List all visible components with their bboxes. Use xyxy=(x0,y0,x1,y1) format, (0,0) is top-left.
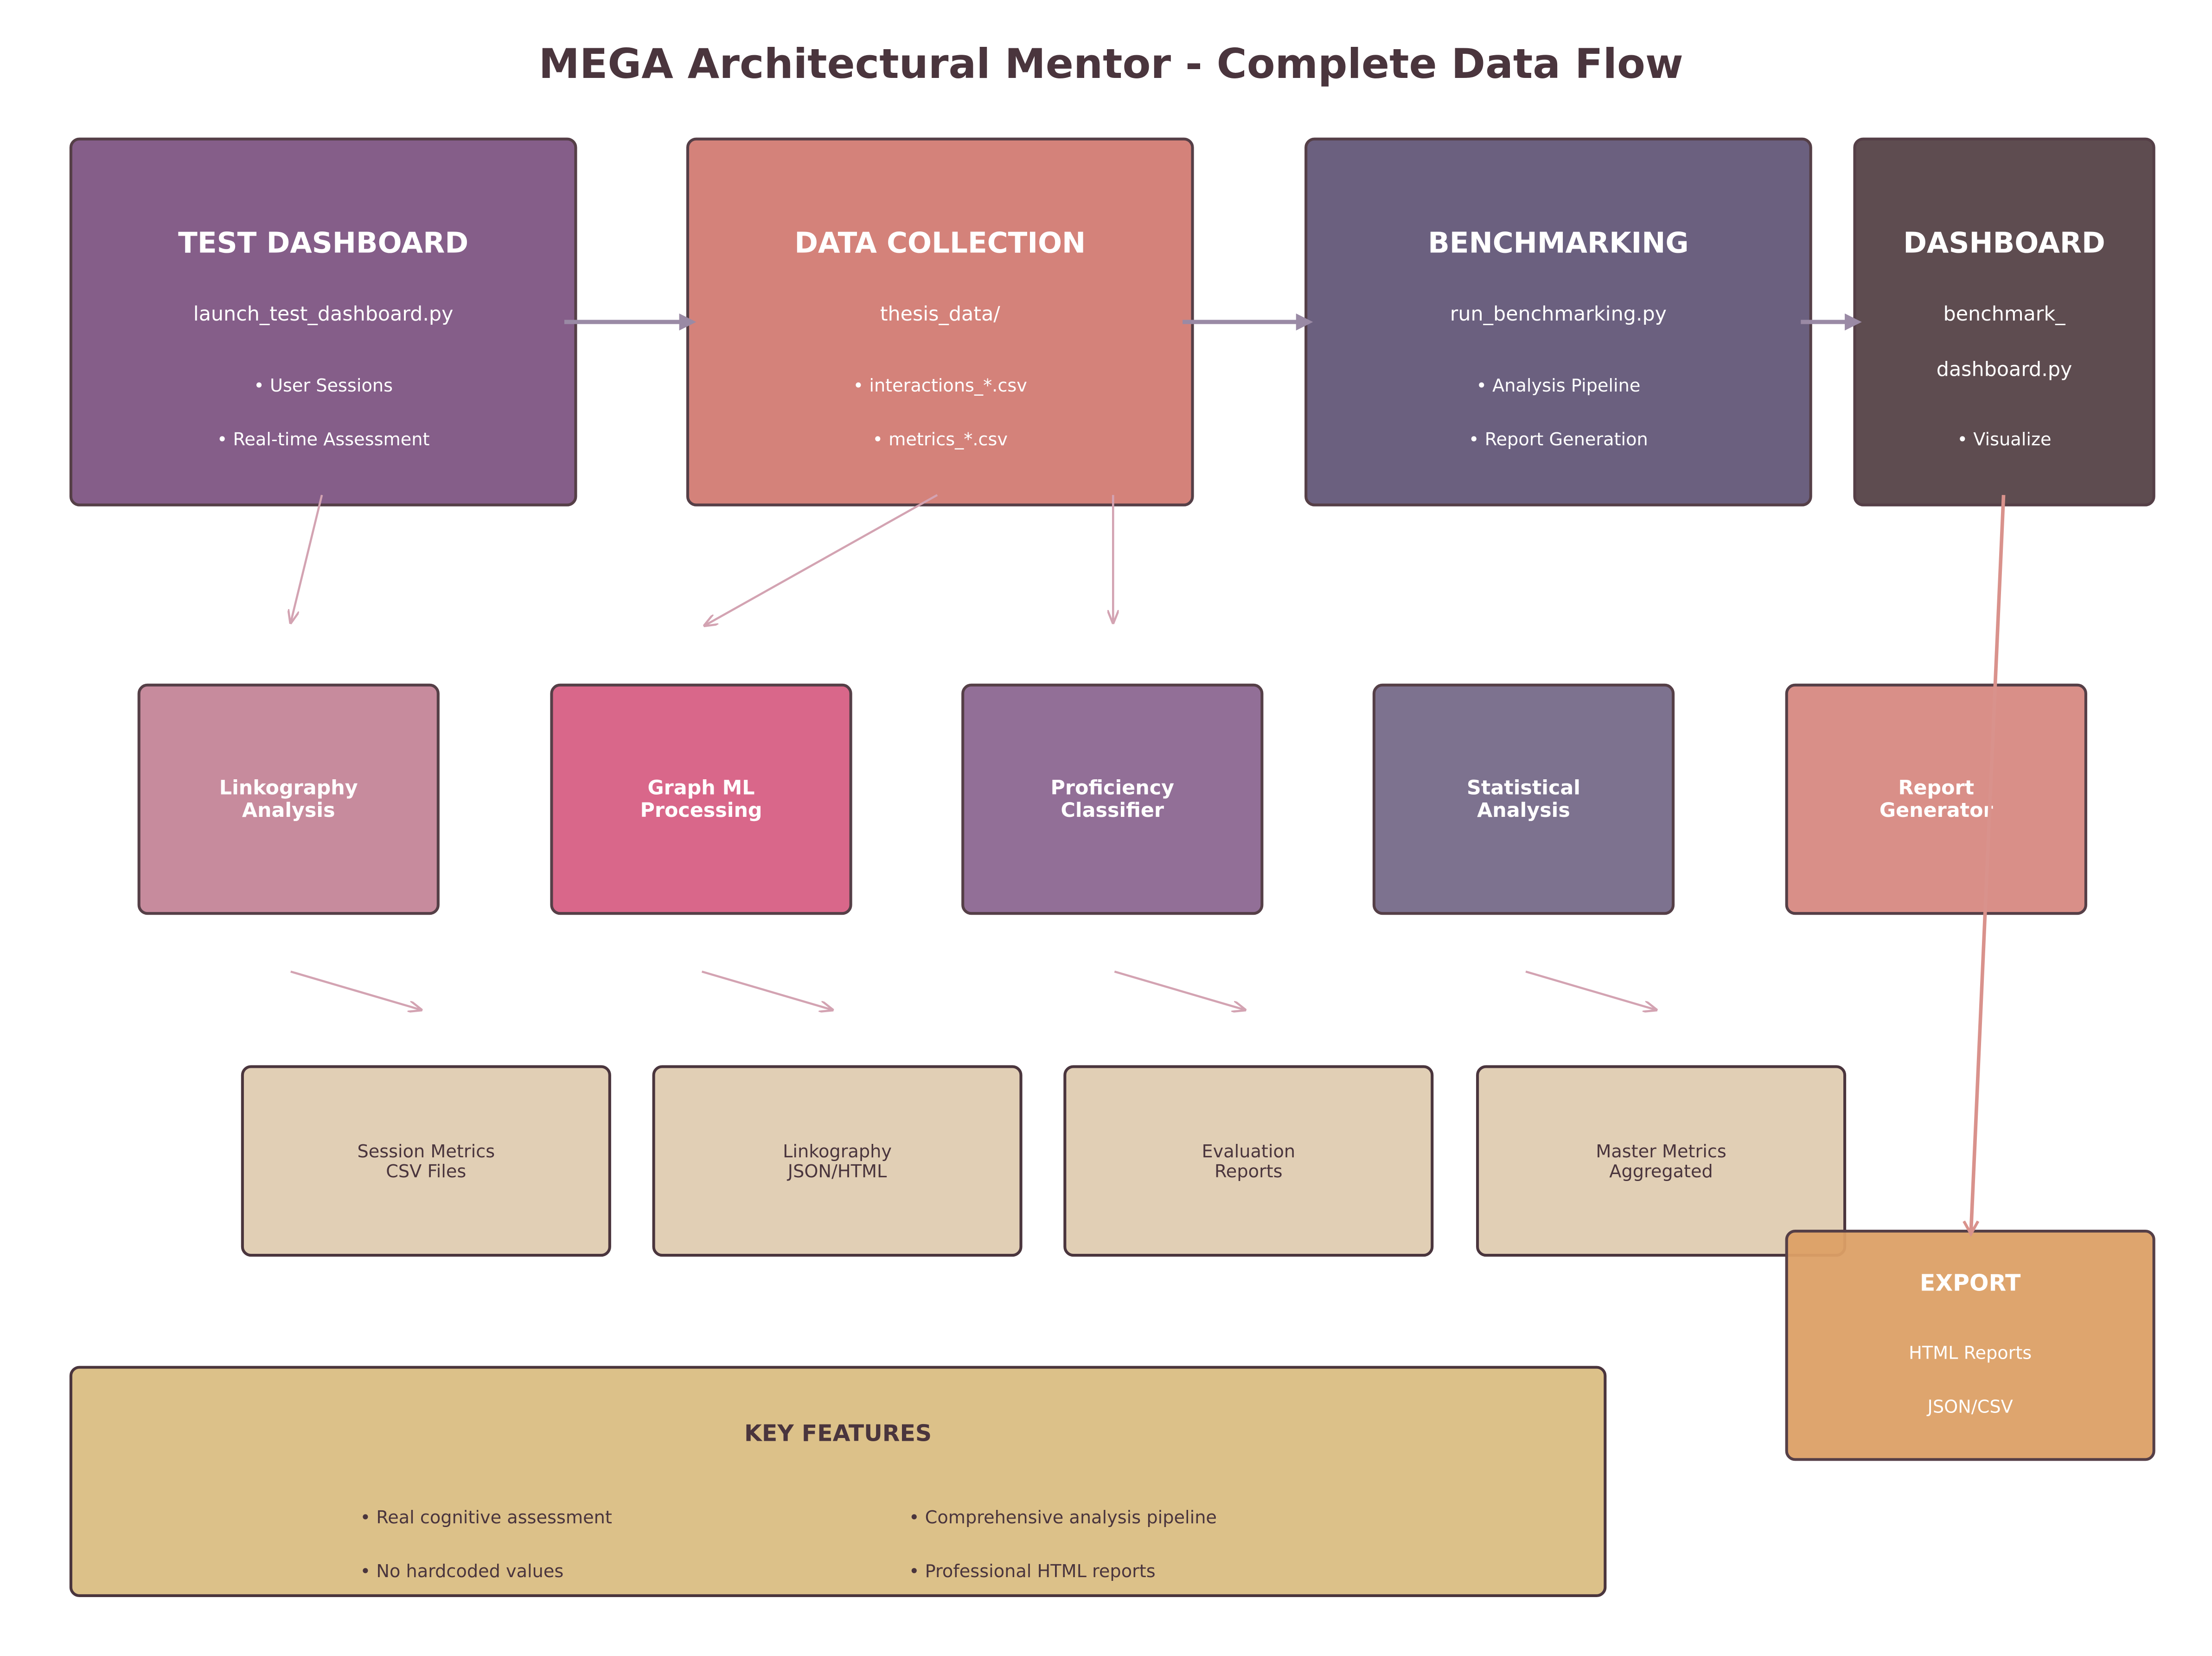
benchmarking-heading: BENCHMARKING xyxy=(1428,225,1689,260)
feature-item: • No hardcoded values xyxy=(360,1560,564,1582)
flow-arrow xyxy=(290,970,421,1010)
test-dashboard-bullet: • User Sessions xyxy=(254,374,393,396)
data-collection-bullet: • interactions_*.csv xyxy=(853,374,1027,396)
export-arrow xyxy=(1969,494,2006,1233)
benchmarking-box: BENCHMARKING run_benchmarking.py • Analy… xyxy=(1304,137,1812,507)
flow-arrow xyxy=(291,494,323,623)
linkography-output-label: Linkography JSON/HTML xyxy=(783,1139,892,1181)
linkography-analysis-box: Linkography Analysis xyxy=(137,683,440,915)
session-metrics-label: Session Metrics CSV Files xyxy=(357,1139,495,1181)
key-features-heading: KEY FEATURES xyxy=(744,1419,932,1447)
flow-arrow xyxy=(1114,970,1245,1010)
diagram-title: MEGA Architectural Mentor - Complete Dat… xyxy=(538,39,1683,88)
feature-item: • Comprehensive analysis pipeline xyxy=(908,1506,1217,1528)
dashboard-file-line: dashboard.py xyxy=(1936,359,2072,382)
test-dashboard-heading: TEST DASHBOARD xyxy=(178,225,469,260)
key-features-box: KEY FEATURES • Real cognitive assessment… xyxy=(69,1366,1607,1597)
test-dashboard-box: TEST DASHBOARD launch_test_dashboard.py … xyxy=(69,137,577,507)
evaluation-reports-box: Evaluation Reports xyxy=(1063,1065,1434,1257)
linkography-output-box: Linkography JSON/HTML xyxy=(652,1065,1023,1257)
dashboard-file-line: benchmark_ xyxy=(1943,303,2065,327)
dashboard-heading: DASHBOARD xyxy=(1903,225,2105,260)
feature-item: • Real cognitive assessment xyxy=(360,1506,612,1528)
evaluation-reports-label: Evaluation Reports xyxy=(1202,1139,1296,1181)
master-metrics-label: Master Metrics Aggregated xyxy=(1596,1139,1726,1181)
graph-ml-processing-box: Graph ML Processing xyxy=(550,683,852,915)
benchmarking-bullet: • Analysis Pipeline xyxy=(1476,374,1641,396)
benchmarking-bullet: • Report Generation xyxy=(1469,428,1648,450)
export-line: JSON/CSV xyxy=(1927,1395,2013,1417)
proficiency-classifier-label: Proficiency Classifier xyxy=(1050,777,1175,822)
dashboard-box: DASHBOARD benchmark_ dashboard.py • Visu… xyxy=(1853,137,2155,507)
data-collection-bullet: • metrics_*.csv xyxy=(872,428,1008,450)
feature-item: • Professional HTML reports xyxy=(908,1560,1156,1582)
benchmarking-file: run_benchmarking.py xyxy=(1450,303,1667,327)
data-collection-folder: thesis_data/ xyxy=(880,303,1000,327)
test-dashboard-bullet: • Real-time Assessment xyxy=(217,428,430,450)
master-metrics-box: Master Metrics Aggregated xyxy=(1476,1065,1847,1257)
test-dashboard-file: launch_test_dashboard.py xyxy=(193,303,454,327)
dashboard-bullet: • Visualize xyxy=(1957,428,2052,450)
statistical-analysis-label: Statistical Analysis xyxy=(1467,777,1580,822)
flow-arrow xyxy=(701,970,832,1010)
flow-arrow xyxy=(1525,970,1656,1010)
export-arrow-head xyxy=(1963,1220,1980,1237)
data-collection-heading: DATA COLLECTION xyxy=(794,225,1086,260)
export-line: HTML Reports xyxy=(1909,1341,2032,1363)
report-generator-label: Report Generator xyxy=(1879,777,1993,822)
statistical-analysis-box: Statistical Analysis xyxy=(1372,683,1675,915)
report-generator-box: Report Generator xyxy=(1785,683,2087,915)
linkography-analysis-label: Linkography Analysis xyxy=(219,777,358,822)
export-heading: EXPORT xyxy=(1919,1269,2021,1297)
session-metrics-box: Session Metrics CSV Files xyxy=(241,1065,611,1257)
flow-arrow xyxy=(705,494,938,625)
proficiency-classifier-box: Proficiency Classifier xyxy=(961,683,1264,915)
graph-ml-processing-label: Graph ML Processing xyxy=(640,777,762,822)
